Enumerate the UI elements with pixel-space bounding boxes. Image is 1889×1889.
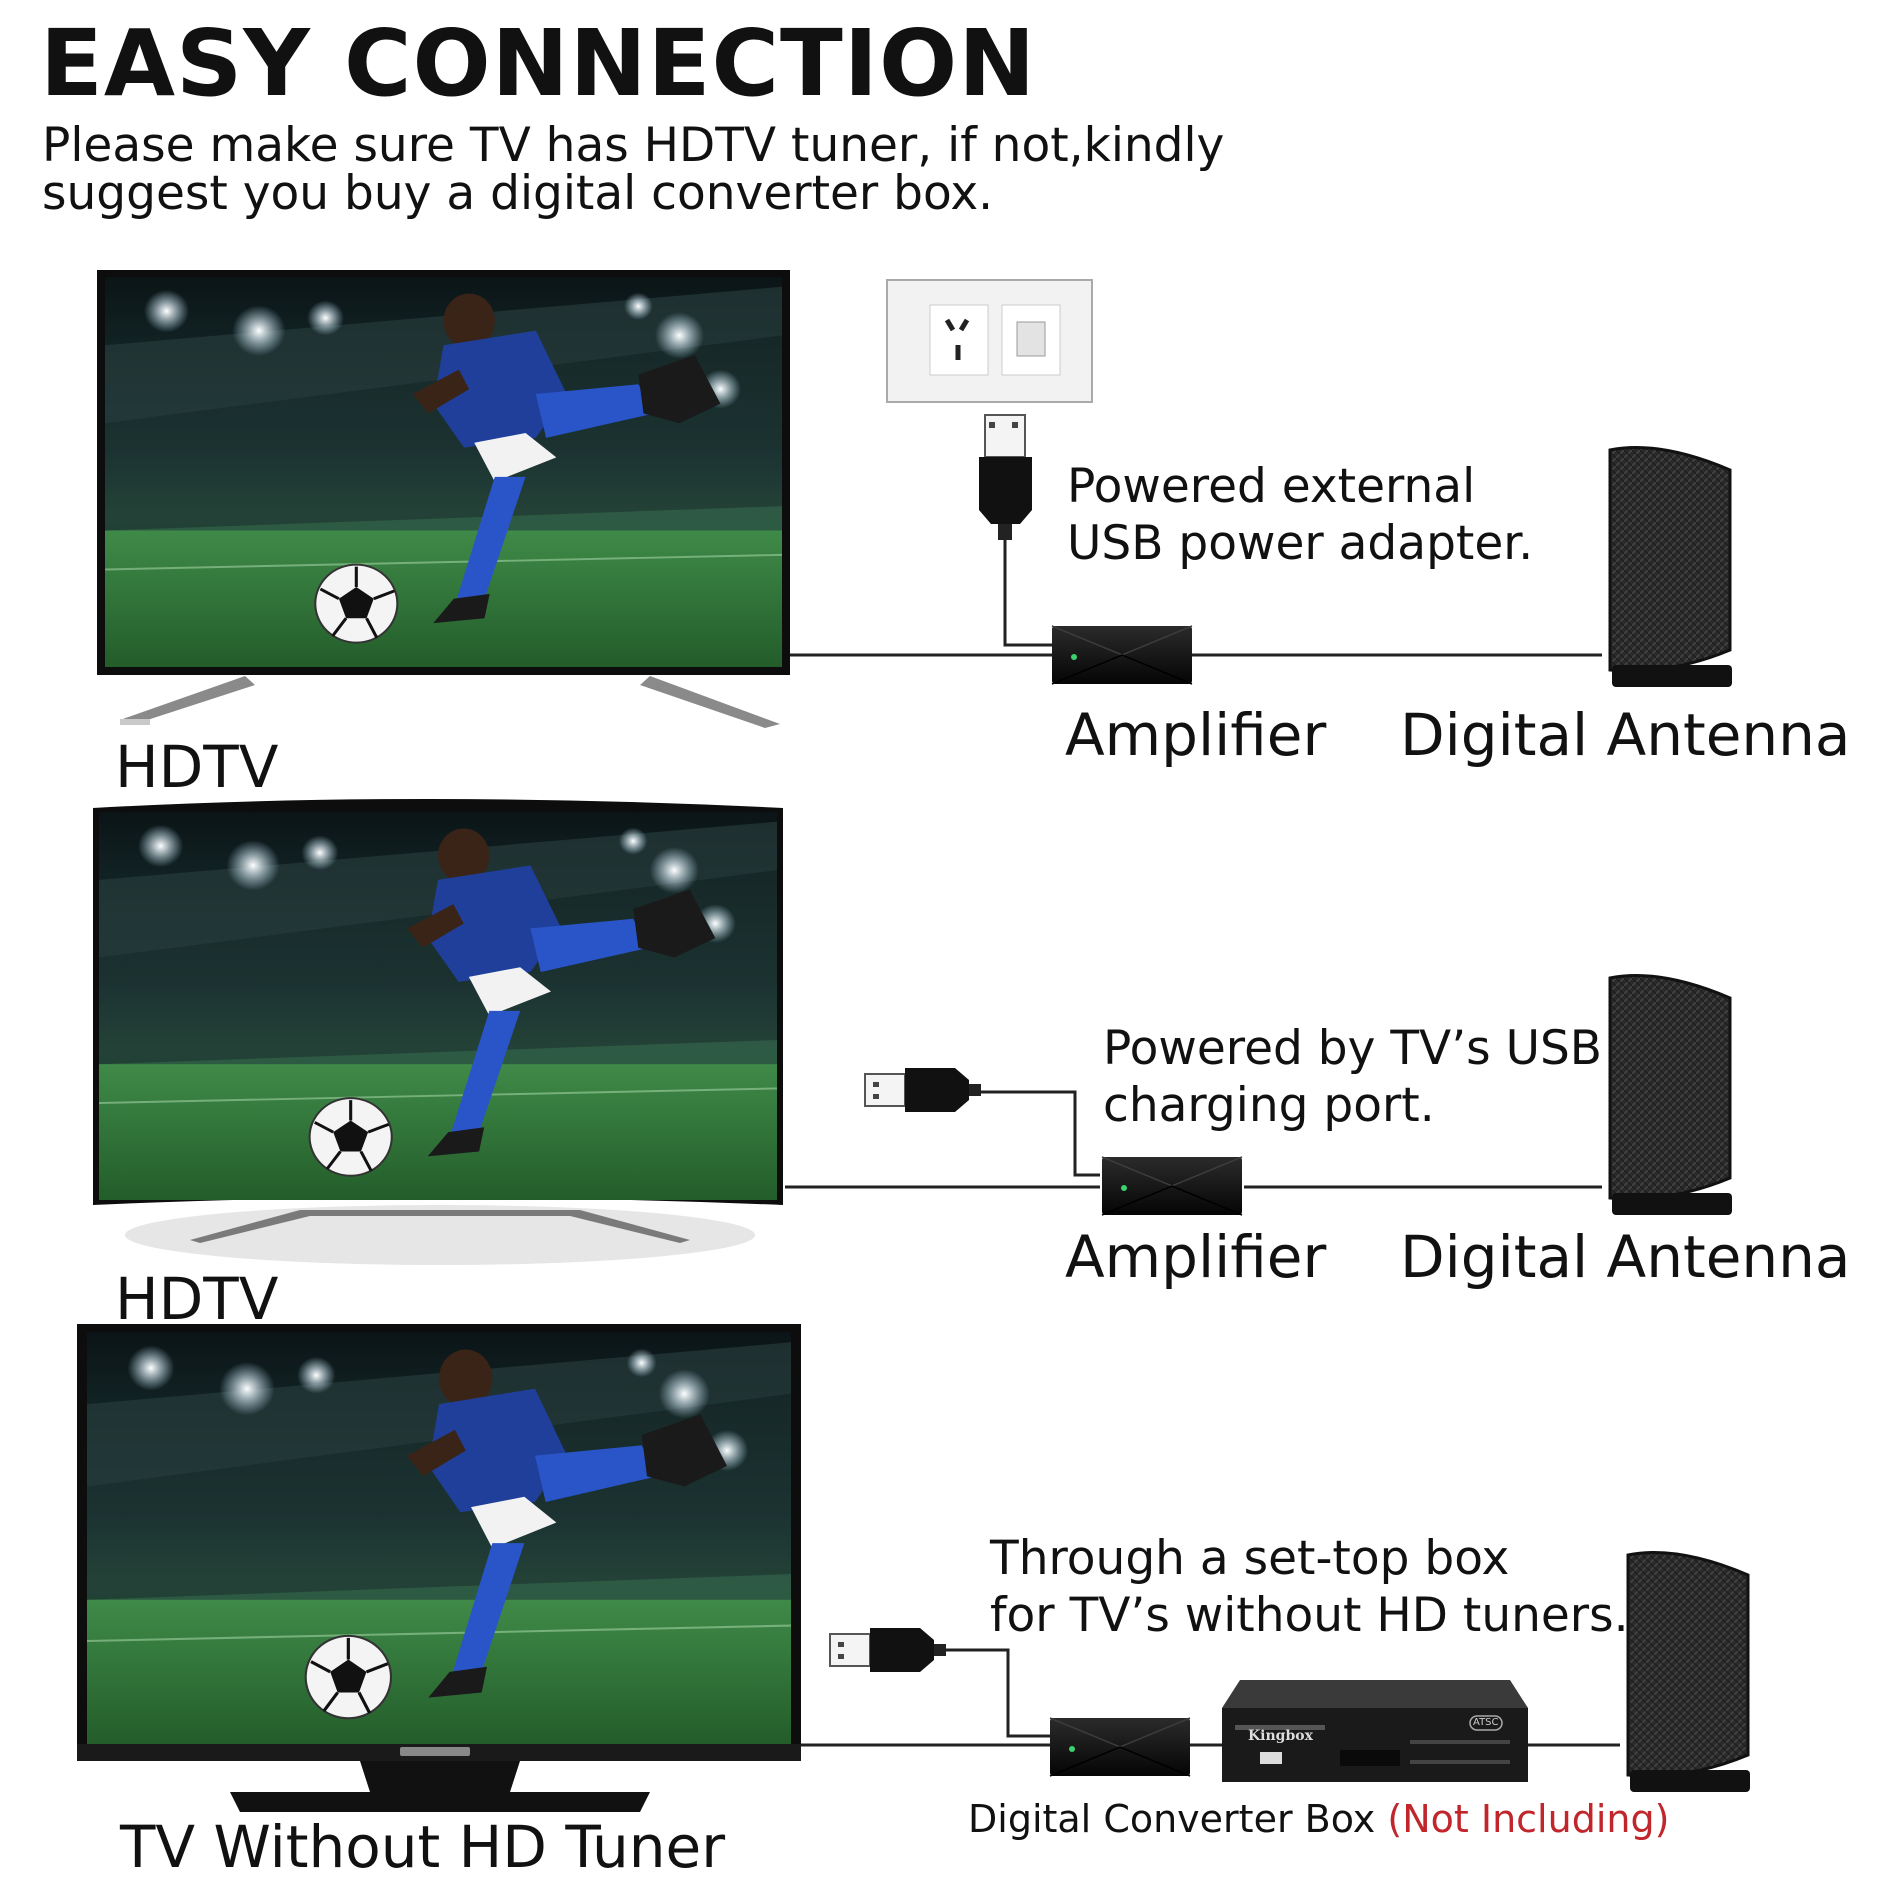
converter-caption: Digital Converter Box (Not Including)	[968, 1800, 1669, 1838]
tv-no-hd-tuner	[77, 1324, 801, 1812]
hdtv-curved	[93, 799, 783, 1265]
digital-antenna-2	[1608, 974, 1734, 1217]
box-badge: ATSC	[1473, 1717, 1499, 1728]
power-note-2-line-1: Powered by TV’s USB	[1103, 1021, 1603, 1076]
power-note-3-line-1: Through a set-top box	[990, 1531, 1510, 1586]
wall-socket	[886, 279, 1093, 403]
hdtv-flat	[97, 270, 790, 728]
power-note-3: Through a set-top box for TV’s without H…	[990, 1530, 1629, 1645]
subtitle-line-2: suggest you buy a digital converter box.	[42, 166, 994, 221]
tv-label-1: HDTV	[115, 733, 279, 801]
tv-label-3: TV Without HD Tuner	[120, 1813, 726, 1881]
power-note-3-line-2: for TV’s without HD tuners.	[990, 1588, 1629, 1644]
antenna-label-2: Digital Antenna	[1400, 1223, 1851, 1291]
subtitle-line-1: Please make sure TV has HDTV tuner, if n…	[42, 118, 1225, 173]
digital-antenna-3	[1626, 1551, 1752, 1794]
usb-power-plug	[979, 414, 1052, 647]
usb-set-top-plug	[829, 1627, 1050, 1738]
amplifier-label-1: Amplifier	[1065, 701, 1327, 769]
power-note-1: Powered external USB power adapter.	[1067, 458, 1533, 573]
amplifier-3	[1049, 1717, 1191, 1777]
page-title: EASY CONNECTION	[40, 10, 1037, 117]
antenna-label-1: Digital Antenna	[1400, 701, 1851, 769]
amplifier-label-2: Amplifier	[1065, 1223, 1327, 1291]
power-note-2: Powered by TV’s USB charging port.	[1103, 1020, 1602, 1135]
tv-label-2: HDTV	[115, 1265, 279, 1333]
amplifier-1	[1051, 625, 1193, 685]
amplifier-2	[1101, 1156, 1243, 1216]
power-note-1-line-2: USB power adapter.	[1067, 516, 1534, 572]
box-brand: Kingbox	[1248, 1728, 1313, 1744]
power-note-1-line-1: Powered external	[1067, 459, 1476, 514]
usb-tv-plug	[864, 1067, 1100, 1177]
set-top-box	[1222, 1680, 1528, 1782]
converter-label: Digital Converter Box	[968, 1797, 1376, 1841]
power-note-2-line-2: charging port.	[1103, 1078, 1435, 1134]
not-including-note: (Not Including)	[1387, 1797, 1670, 1841]
digital-antenna-1	[1608, 446, 1734, 689]
